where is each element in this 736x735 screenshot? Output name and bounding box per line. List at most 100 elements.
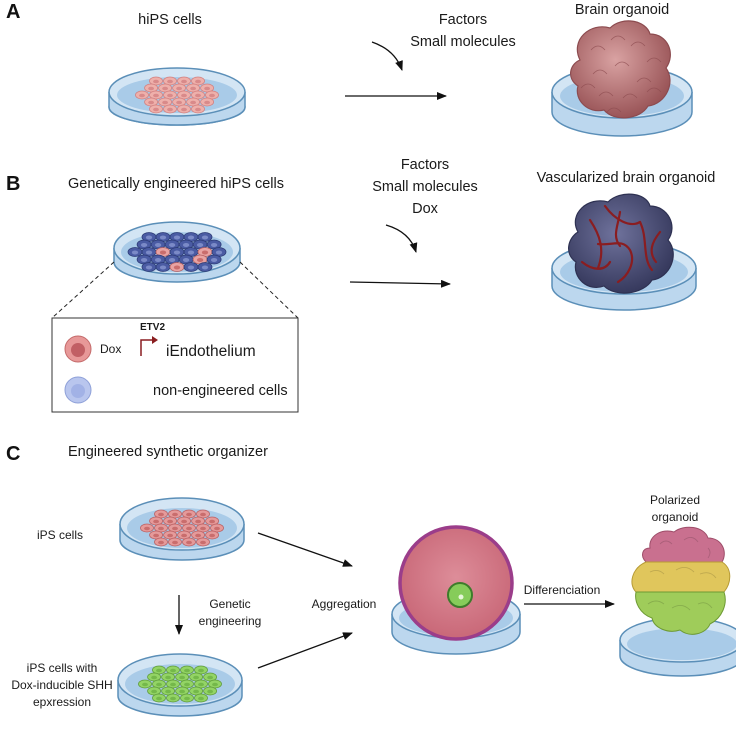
pink-cell-nucleus <box>167 93 173 98</box>
brain-fold <box>598 91 614 97</box>
non-engineered-cell-nucleus <box>145 250 153 255</box>
non-engineered-cell-nucleus <box>187 250 195 255</box>
pink-cell-nucleus <box>172 512 178 517</box>
panel-c-title: Engineered synthetic organizer <box>68 444 268 460</box>
brain-organoid <box>570 20 671 119</box>
pink-cell-nucleus <box>139 93 145 98</box>
aggregation-label: Aggregation <box>312 597 377 611</box>
pink-cell-nucleus <box>158 512 164 517</box>
green-cell-nucleus <box>184 682 190 687</box>
green-cell-nucleus <box>156 668 162 673</box>
panel-c: C Engineered synthetic organizer iPS cel… <box>6 443 736 717</box>
zoom-line-left <box>51 261 115 319</box>
brain-fold <box>614 61 630 67</box>
green-cell-nucleus <box>165 675 172 680</box>
non-engineered-cell-nucleus <box>182 257 190 263</box>
green-cell-nucleus <box>142 682 148 687</box>
genetic-engineering-label-2: engineering <box>199 614 262 628</box>
brain-fold <box>590 45 606 51</box>
panel-a-condition-2: Small molecules <box>410 34 516 50</box>
pink-cell-nucleus <box>181 107 187 112</box>
legend-non-engineered-label: non-engineered cells <box>153 383 288 399</box>
pink-cell-nucleus <box>195 107 201 112</box>
panel-c-engineered-label-2: Dox-inducible SHH <box>11 678 112 692</box>
green-cell-nucleus <box>151 689 158 694</box>
engineered-cell-nucleus <box>201 250 209 255</box>
pink-cell-nucleus <box>186 526 192 531</box>
polarized-organoid <box>631 526 731 635</box>
polarized-organoid-label-2: organoid <box>652 510 699 524</box>
pink-cell-nucleus <box>144 526 150 531</box>
brain-fold <box>610 35 626 41</box>
non-engineered-cell-nucleus <box>154 257 162 263</box>
brain-fold <box>646 87 662 93</box>
non-engineered-cell-nucleus <box>215 250 223 255</box>
pink-cell-nucleus <box>209 93 215 98</box>
non-engineered-cell-nucleus <box>168 257 176 263</box>
non-engineered-cell-nucleus <box>201 265 209 270</box>
legend-gene-label: ETV2 <box>140 322 165 333</box>
panel-b-condition-2: Small molecules <box>372 179 478 195</box>
petri-dish-engineered-cells <box>113 221 241 283</box>
pink-cell-nucleus <box>200 526 206 531</box>
promoter-arrow-icon <box>140 339 154 356</box>
green-cell-nucleus <box>156 682 162 687</box>
panel-b-source-label: Genetically engineered hiPS cells <box>68 176 284 192</box>
green-cell-nucleus <box>170 682 176 687</box>
green-cell-nucleus <box>198 682 204 687</box>
pink-cell-nucleus <box>204 86 211 91</box>
pink-cell-nucleus <box>158 526 164 531</box>
non-engineered-cell-nucleus <box>210 242 218 248</box>
green-cell-nucleus <box>193 689 200 694</box>
pink-cell-nucleus <box>214 526 220 531</box>
non-engineered-cell-nucleus <box>145 235 153 240</box>
aggregation-arrow-bottom <box>257 632 353 669</box>
polarized-organoid-dish <box>619 526 736 677</box>
brain-fold <box>636 77 652 83</box>
non-engineered-cell-nucleus <box>131 250 139 255</box>
green-cell-nucleus <box>170 696 176 701</box>
pink-cell-nucleus <box>167 519 174 524</box>
pink-cell-nucleus <box>195 93 201 98</box>
panel-a-condition-1: Factors <box>439 12 487 28</box>
legend-box: Dox ETV2 iEndothelium non-engineered cel… <box>51 317 299 413</box>
legend-dox-label: Dox <box>100 342 121 356</box>
brain-fold <box>580 83 596 89</box>
panel-c-label: C <box>6 443 20 465</box>
pink-cell-nucleus <box>200 540 206 545</box>
non-engineered-cell-nucleus <box>140 257 148 263</box>
pink-cell-nucleus <box>148 86 155 91</box>
green-cell-nucleus <box>156 696 162 701</box>
non-engineered-cell-nucleus <box>154 242 162 248</box>
panel-b-condition-1: Factors <box>401 157 449 173</box>
panel-b-condition-3: Dox <box>412 201 439 217</box>
pink-cell-nucleus <box>209 519 216 524</box>
arrow-b <box>349 279 451 288</box>
pink-cell-cluster <box>135 76 219 114</box>
green-cell-nucleus <box>184 696 190 701</box>
pink-cell-nucleus <box>172 526 178 531</box>
panel-b-product-label: Vascularized brain organoid <box>537 170 716 186</box>
non-engineered-cell-nucleus <box>187 265 195 270</box>
brain-fold <box>630 41 646 47</box>
petri-dish-ips-cells <box>119 497 245 561</box>
pink-cell-nucleus <box>181 519 188 524</box>
pink-cell-nucleus <box>167 79 173 84</box>
zoom-line-right <box>239 261 299 319</box>
green-cell-nucleus <box>212 682 218 687</box>
non-engineered-cell-nucleus <box>159 265 167 270</box>
pink-cell-nucleus <box>181 79 187 84</box>
panel-a: A hiPS cells Factors Small molecules Bra… <box>6 1 693 137</box>
pink-cell-nucleus <box>162 100 169 105</box>
pink-cell-nucleus <box>176 100 183 105</box>
non-engineered-cell-nucleus <box>173 250 181 255</box>
pink-cell-nucleus <box>190 100 197 105</box>
green-cell-nucleus <box>179 689 186 694</box>
green-cell-nucleus <box>184 668 190 673</box>
panel-b: B Genetically engineered hiPS cells Fact… <box>6 157 716 413</box>
panel-a-product-label: Brain organoid <box>575 2 669 18</box>
promoter-arrowhead-icon <box>152 336 158 344</box>
green-cell-nucleus <box>165 689 172 694</box>
polarized-organoid-label-1: Polarized <box>650 493 700 507</box>
